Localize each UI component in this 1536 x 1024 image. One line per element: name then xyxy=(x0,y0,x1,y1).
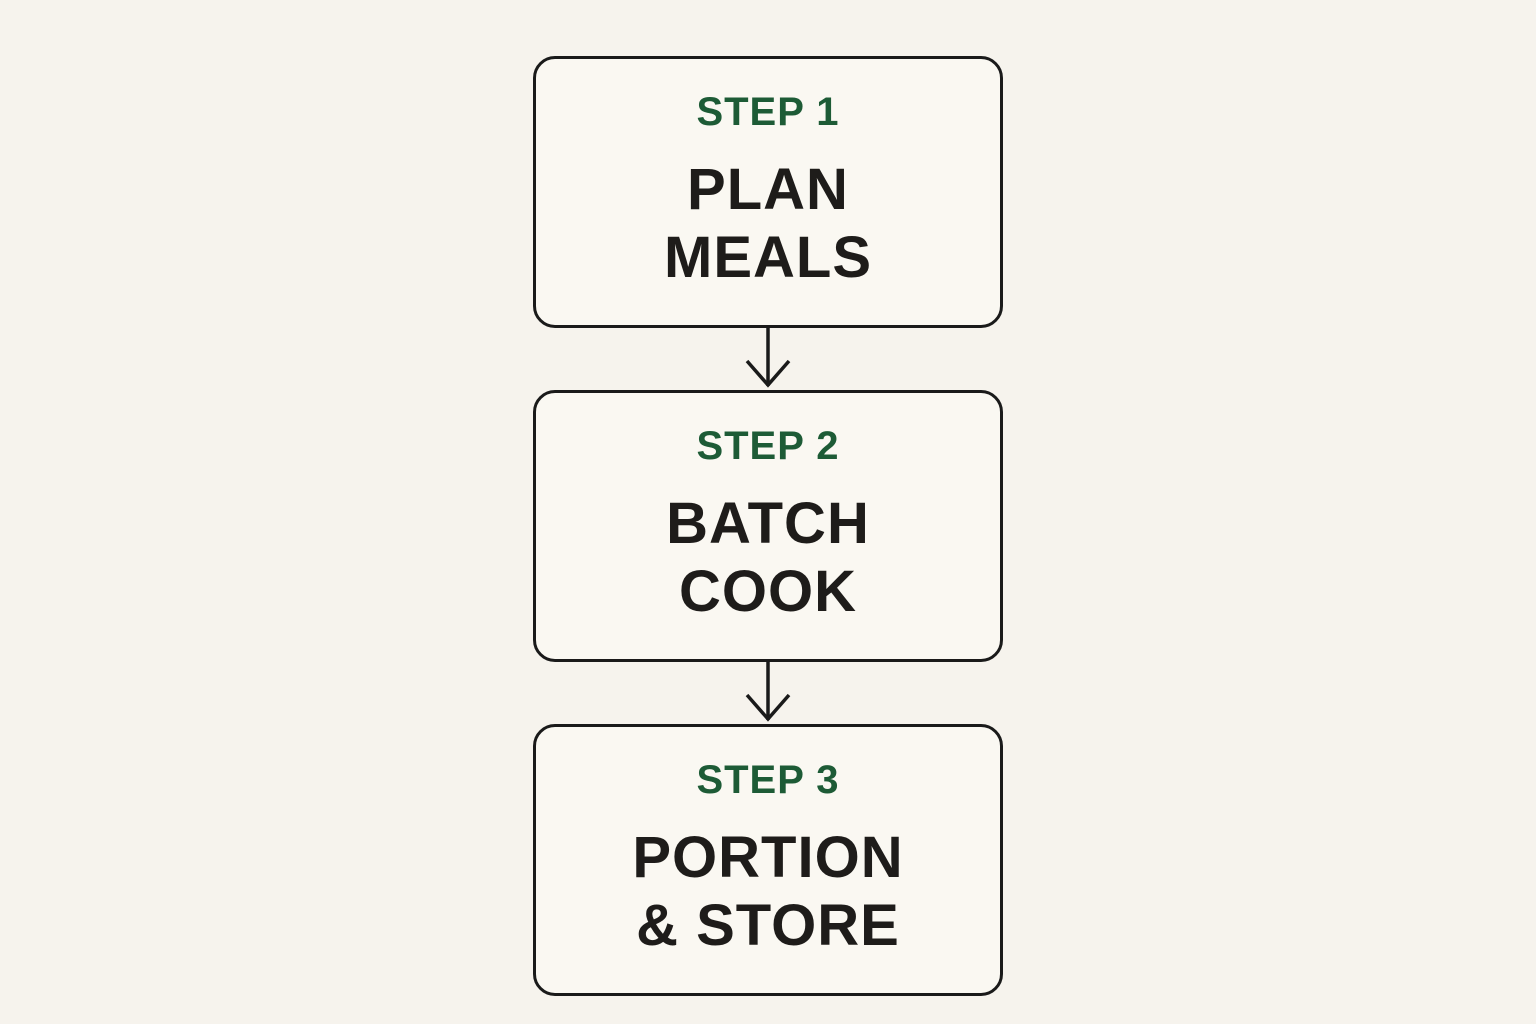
step-3-label: STEP 3 xyxy=(696,757,840,802)
down-arrow-icon xyxy=(745,328,791,388)
connector-2 xyxy=(738,662,798,724)
connector-1 xyxy=(738,328,798,390)
step-1-title-line-2: MEALS xyxy=(664,225,872,290)
step-box-1: STEP 1 PLAN MEALS xyxy=(533,56,1003,328)
step-box-3: STEP 3 PORTION & STORE xyxy=(533,724,1003,996)
step-1-title-line-1: PLAN xyxy=(687,156,849,222)
step-2-title-line-2: COOK xyxy=(678,559,857,624)
step-2-title: BATCH COOK xyxy=(666,490,870,627)
step-2-title-line-1: BATCH xyxy=(666,490,870,556)
step-1-title: PLAN MEALS xyxy=(664,156,872,293)
step-box-2: STEP 2 BATCH COOK xyxy=(533,390,1003,662)
step-3-title-line-1: PORTION xyxy=(632,824,904,890)
step-3-title-line-2: & STORE xyxy=(636,893,900,958)
down-arrow-icon xyxy=(745,662,791,722)
step-3-title: PORTION & STORE xyxy=(632,824,903,961)
step-2-label: STEP 2 xyxy=(696,423,840,468)
step-1-label: STEP 1 xyxy=(696,89,840,134)
